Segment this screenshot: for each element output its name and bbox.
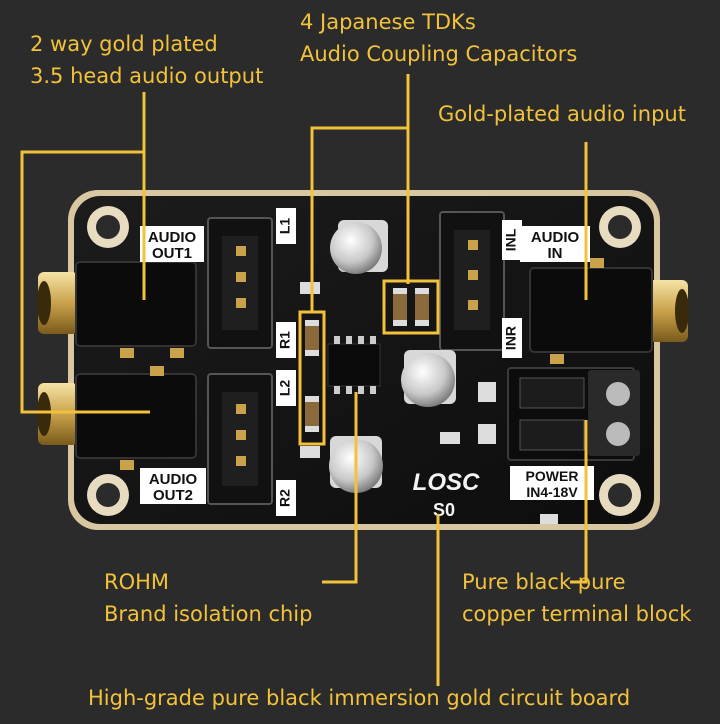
tdk-capacitors: [298, 279, 440, 446]
annotation-terminal: Pure black pure copper terminal block: [462, 566, 691, 630]
silk-pin-labels: L1 R1 L2 R2 INL INR: [276, 208, 522, 516]
svg-text:OUT1: OUT1: [152, 245, 192, 262]
annotation-capacitors: 4 Japanese TDKs Audio Coupling Capacitor…: [300, 6, 577, 70]
annotation-output-line1: 2 way gold plated: [30, 32, 218, 56]
label-audio-out2: AUDIO OUT2: [140, 468, 206, 504]
model-label: S0: [433, 500, 455, 520]
audio-out1-jack: [37, 261, 197, 358]
svg-text:R1: R1: [277, 331, 293, 349]
svg-text:AUDIO: AUDIO: [531, 229, 580, 246]
header-inl-inr: [439, 211, 505, 351]
label-power: POWER IN4-18V: [510, 466, 594, 500]
annotation-capacitors-line1: 4 Japanese TDKs: [300, 10, 476, 34]
header-l1-r1: [207, 217, 273, 349]
svg-text:IN4-18V: IN4-18V: [526, 484, 578, 500]
svg-text:POWER: POWER: [526, 468, 579, 484]
annotation-chip: ROHM Brand isolation chip: [104, 566, 312, 630]
svg-text:IN: IN: [548, 245, 563, 262]
label-audio-in: AUDIO IN: [520, 226, 590, 262]
brand-logo: LOSC: [413, 469, 480, 496]
svg-text:INL: INL: [503, 228, 519, 251]
annotation-board: High-grade pure black immersion gold cir…: [88, 686, 631, 710]
terminal-block: [507, 367, 640, 461]
svg-text:L1: L1: [277, 218, 293, 235]
electrolytic-capacitors: [329, 220, 456, 493]
label-audio-out1: AUDIO OUT1: [140, 226, 204, 262]
svg-text:R2: R2: [277, 489, 293, 507]
annotation-input: Gold-plated audio input: [438, 102, 686, 126]
isolation-chip: [327, 336, 381, 394]
smd-components: [300, 282, 558, 524]
audio-out2-jack: [37, 366, 197, 470]
svg-text:OUT2: OUT2: [153, 487, 193, 504]
annotation-chip-line1: ROHM: [104, 570, 170, 594]
svg-text:AUDIO: AUDIO: [149, 471, 198, 488]
svg-text:L2: L2: [277, 380, 293, 397]
svg-text:AUDIO: AUDIO: [148, 229, 197, 246]
svg-text:INR: INR: [503, 326, 519, 350]
annotation-terminal-line2: copper terminal block: [462, 602, 692, 626]
annotation-terminal-line1: Pure black pure: [462, 570, 626, 594]
annotation-output: 2 way gold plated 3.5 head audio output: [30, 28, 263, 92]
annotation-output-line2: 3.5 head audio output: [30, 64, 264, 88]
callout-lines: [20, 74, 588, 686]
annotation-chip-line2: Brand isolation chip: [104, 602, 313, 626]
mounting-holes: [87, 206, 641, 516]
audio-in-jack: [529, 258, 689, 364]
header-l2-r2: [207, 373, 273, 505]
annotation-capacitors-line2: Audio Coupling Capacitors: [300, 42, 578, 66]
